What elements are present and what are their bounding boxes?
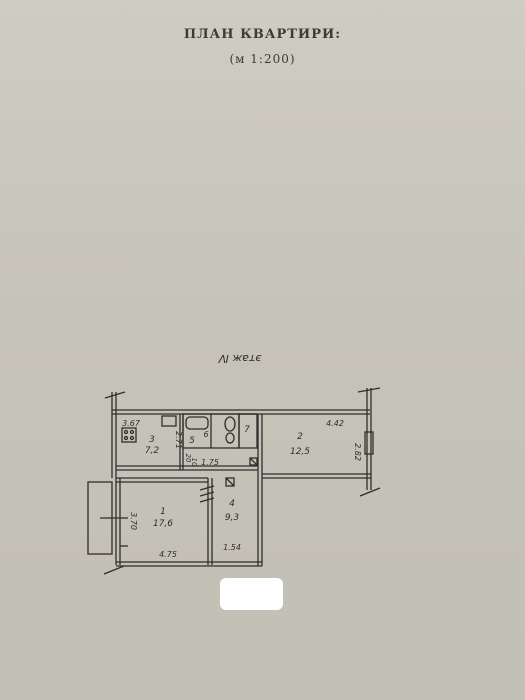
room-2-area: 12,5 [290, 447, 310, 457]
dim-small-a: 10 [190, 458, 198, 467]
document-title: ПЛАН КВАРТИРИ: [183, 27, 342, 42]
room-4-area: 9,3 [225, 513, 240, 523]
dim-corridor-width: 1.75 [201, 458, 219, 467]
dim-hall-width: 1.54 [223, 543, 241, 552]
dim-small-b: 20 [184, 454, 192, 463]
room-7-number: 7 [244, 425, 250, 435]
room-3-number: 3 [149, 435, 155, 445]
room-5-number: 5 [189, 436, 195, 446]
dim-kitchen-width: 3.67 [122, 419, 141, 428]
room-6-number: 6 [203, 430, 208, 439]
room-1-number: 1 [160, 507, 166, 517]
room-4-number: 4 [229, 499, 235, 509]
room-1-area: 17,6 [153, 519, 173, 529]
dim-room2-width: 4.42 [326, 419, 344, 428]
floor-label: этаж Ⅳ [218, 352, 262, 365]
dim-room1-depth: 3.70 [129, 512, 138, 530]
dimension-labels: 3.67 2.71 4.42 2.82 1.75 10 20 3.70 4.75… [122, 419, 362, 559]
room-3-area: 7,2 [145, 446, 160, 456]
walls [87, 387, 381, 575]
document-scale: (м 1:200) [229, 52, 296, 66]
dim-room2-depth: 2.82 [353, 443, 362, 461]
dim-kitchen-depth: 2.71 [174, 431, 183, 449]
dim-room1-width: 4.75 [159, 550, 177, 559]
redaction-patch [220, 578, 283, 610]
room-2-number: 2 [297, 432, 303, 442]
room-labels: 3 7,2 2 12,5 1 17,6 4 9,3 5 6 7 [145, 425, 310, 529]
